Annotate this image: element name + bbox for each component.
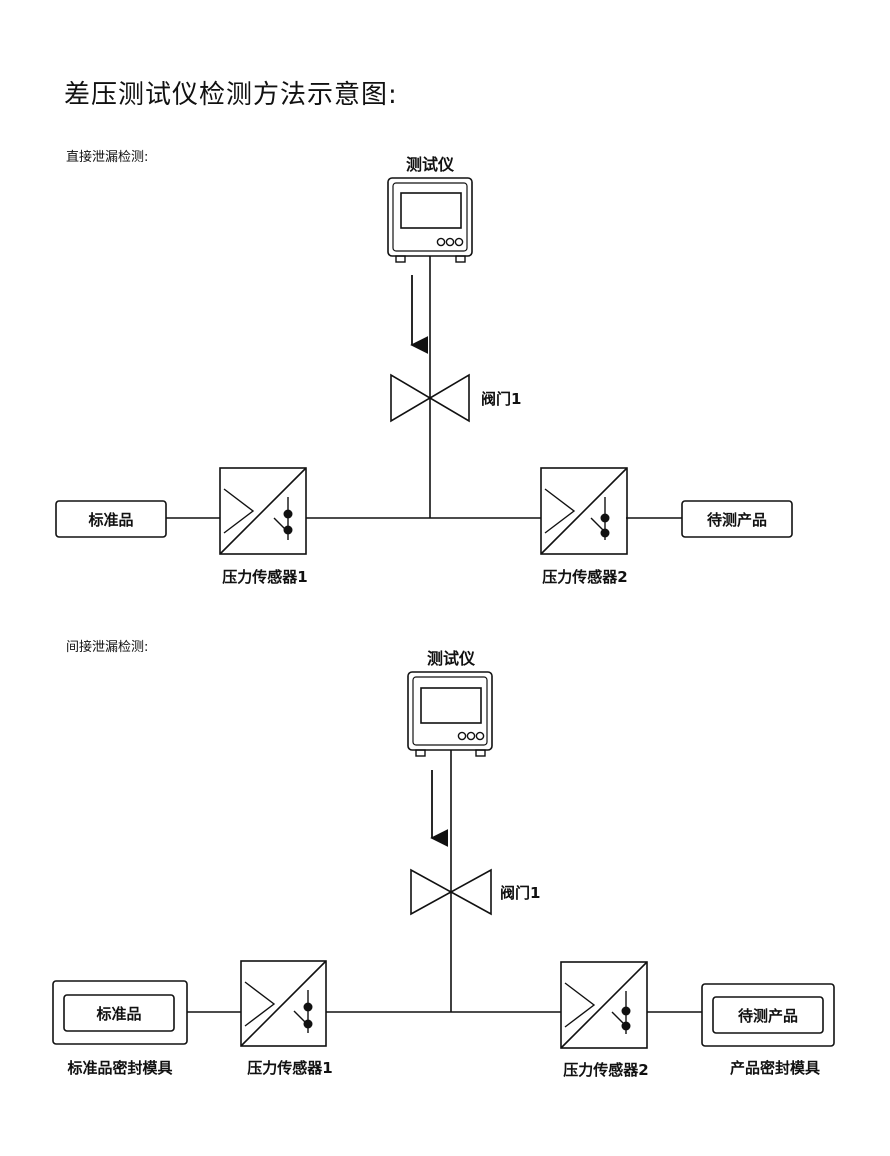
indirect-product-fixture-box bbox=[701, 983, 835, 1047]
indirect-product-label: 待测产品 bbox=[738, 1007, 798, 1025]
direct-pressure-sensor-1-icon bbox=[219, 467, 307, 555]
section-label-direct: 直接泄漏检测: bbox=[66, 150, 149, 165]
direct-valve-icon bbox=[390, 373, 470, 423]
indirect-tester-button-2 bbox=[466, 731, 476, 741]
indirect-tester-button-3 bbox=[475, 731, 485, 741]
direct-tester-device bbox=[387, 177, 473, 263]
direct-pressure-sensor-2-icon bbox=[540, 467, 628, 555]
indirect-product-fixture-label: 产品密封模具 bbox=[730, 1059, 820, 1077]
indirect-sensor-2-label: 压力传感器2 bbox=[563, 1061, 648, 1079]
direct-tester-button-1 bbox=[436, 237, 446, 247]
direct-tester-button-2 bbox=[445, 237, 455, 247]
direct-standard-label: 标准品 bbox=[87, 511, 133, 529]
indirect-product-box bbox=[712, 996, 824, 1034]
indirect-standard-fixture-box bbox=[52, 980, 188, 1045]
indirect-valve-icon bbox=[410, 868, 492, 916]
indirect-valve-label: 阀门1 bbox=[500, 884, 540, 902]
direct-sensor-2-label: 压力传感器2 bbox=[542, 568, 627, 586]
direct-diagram: 测试仪 阀门1 标准品 bbox=[55, 155, 793, 586]
indirect-pressure-sensor-2-icon bbox=[560, 961, 648, 1049]
indirect-standard-fixture-label: 标准品密封模具 bbox=[66, 1059, 172, 1077]
direct-valve-label: 阀门1 bbox=[481, 390, 521, 408]
indirect-standard-label: 标准品 bbox=[95, 1005, 141, 1023]
indirect-tester-device bbox=[407, 671, 493, 757]
indirect-tester-button-1 bbox=[457, 731, 467, 741]
direct-sensor-1-label: 压力传感器1 bbox=[222, 568, 307, 586]
indirect-pressure-sensor-1-icon bbox=[240, 960, 327, 1047]
direct-product-label: 待测产品 bbox=[707, 511, 767, 529]
direct-tester-button-3 bbox=[454, 237, 464, 247]
indirect-sensor-1-label: 压力传感器1 bbox=[247, 1059, 332, 1077]
indirect-standard-box bbox=[63, 994, 175, 1032]
page-title: 差压测试仪检测方法示意图: bbox=[64, 80, 398, 110]
direct-standard-box bbox=[55, 500, 167, 538]
indirect-tester-label: 测试仪 bbox=[427, 649, 476, 668]
section-label-indirect: 间接泄漏检测: bbox=[66, 640, 149, 655]
direct-tester-label: 测试仪 bbox=[406, 155, 455, 174]
indirect-diagram: 测试仪 阀门1 标准品 标准品密封模具 bbox=[52, 649, 835, 1079]
direct-product-box bbox=[681, 500, 793, 538]
